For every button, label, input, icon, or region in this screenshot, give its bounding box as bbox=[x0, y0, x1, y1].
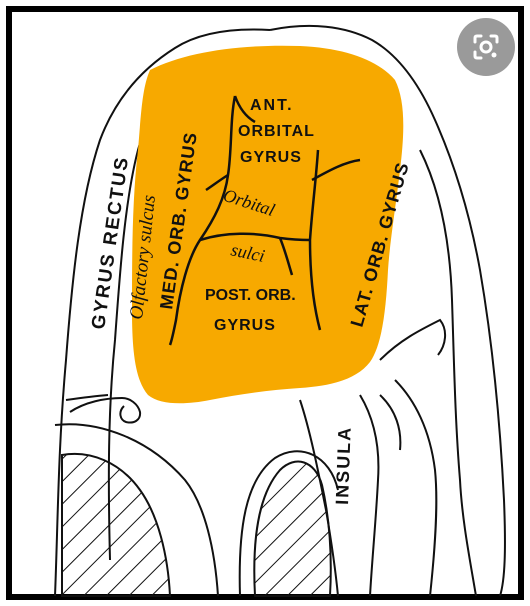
label-ant-orbital-line3: GYRUS bbox=[240, 149, 302, 166]
visual-search-button[interactable] bbox=[457, 18, 515, 76]
label-ant-orbital-line1: ANT. bbox=[250, 97, 294, 114]
label-post-orb-line2: GYRUS bbox=[214, 317, 276, 334]
label-insula: INSULA bbox=[332, 425, 355, 505]
label-ant-orbital-line2: ORBITAL bbox=[238, 123, 315, 140]
lens-icon bbox=[471, 32, 501, 62]
label-post-orb-line1: POST. ORB. bbox=[205, 287, 296, 304]
